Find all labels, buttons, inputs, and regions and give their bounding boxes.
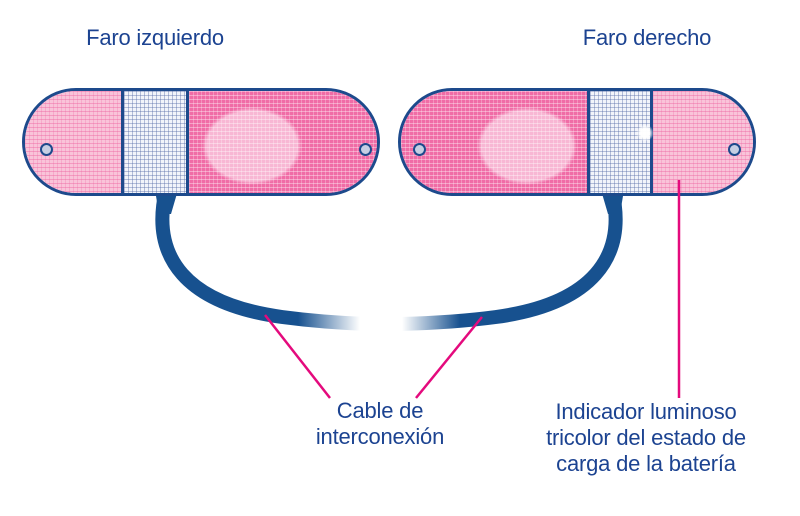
cable-label-line-2: interconexión [315, 424, 445, 449]
right-lamp [398, 88, 756, 196]
battery-indicator-led-icon [636, 125, 654, 141]
left-lamp [22, 88, 380, 196]
left-lamp-outer-lens [25, 91, 121, 193]
screw-hole-icon [39, 142, 53, 156]
right-lamp-outer-lens [653, 91, 753, 193]
right-lamp-reflector-hatch [590, 91, 650, 193]
cable-leader-right [415, 316, 483, 399]
cable-left-half [155, 188, 369, 331]
indicator-label-line-2: tricolor del estado de [546, 425, 746, 450]
cable-label: Cable de interconexión [270, 398, 490, 450]
right-lamp-main-lens [401, 91, 587, 193]
cable-label-line-1: Cable de [336, 398, 424, 423]
screw-hole-icon [727, 142, 741, 156]
screw-hole-icon [412, 142, 426, 156]
screw-hole-icon [358, 142, 372, 156]
left-lamp-reflector-hatch [124, 91, 186, 193]
cable-leader-left [264, 314, 331, 399]
cable-right-half [399, 188, 623, 331]
indicator-label-line-3: carga de la batería [556, 451, 736, 476]
left-lamp-main-lens [189, 91, 377, 193]
left-lamp-divider-1 [121, 91, 124, 193]
right-lamp-divider-2 [650, 91, 653, 193]
left-lamp-divider-2 [186, 91, 189, 193]
left-lamp-title: Faro izquierdo [86, 25, 224, 50]
indicator-label: Indicador luminoso tricolor del estado d… [511, 399, 781, 477]
right-lamp-divider-1 [587, 91, 590, 193]
indicator-label-line-1: Indicador luminoso [555, 399, 737, 424]
right-lamp-title: Faro derecho [582, 25, 712, 50]
